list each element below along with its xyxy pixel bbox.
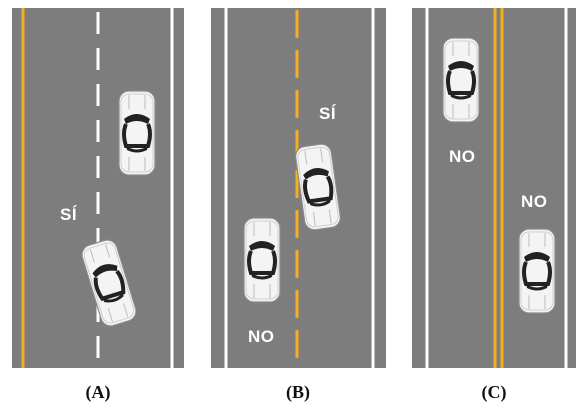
car-not-allowed [242, 216, 282, 304]
label-c-no-top: NO [449, 147, 476, 166]
panel-b-road [211, 8, 386, 368]
label-b-si: SÍ [319, 104, 337, 123]
car-left-lane [441, 36, 481, 124]
caption-c: (C) [481, 382, 507, 402]
label-c-no-bottom: NO [521, 192, 548, 211]
caption-b: (B) [286, 382, 310, 402]
panel-c-road [412, 8, 576, 368]
car-right-lane [517, 227, 557, 315]
label-a-si: SÍ [60, 205, 78, 224]
label-b-no: NO [248, 327, 275, 346]
caption-a: (A) [85, 382, 111, 402]
panel-a-road [12, 8, 184, 368]
car-upright [117, 89, 157, 177]
